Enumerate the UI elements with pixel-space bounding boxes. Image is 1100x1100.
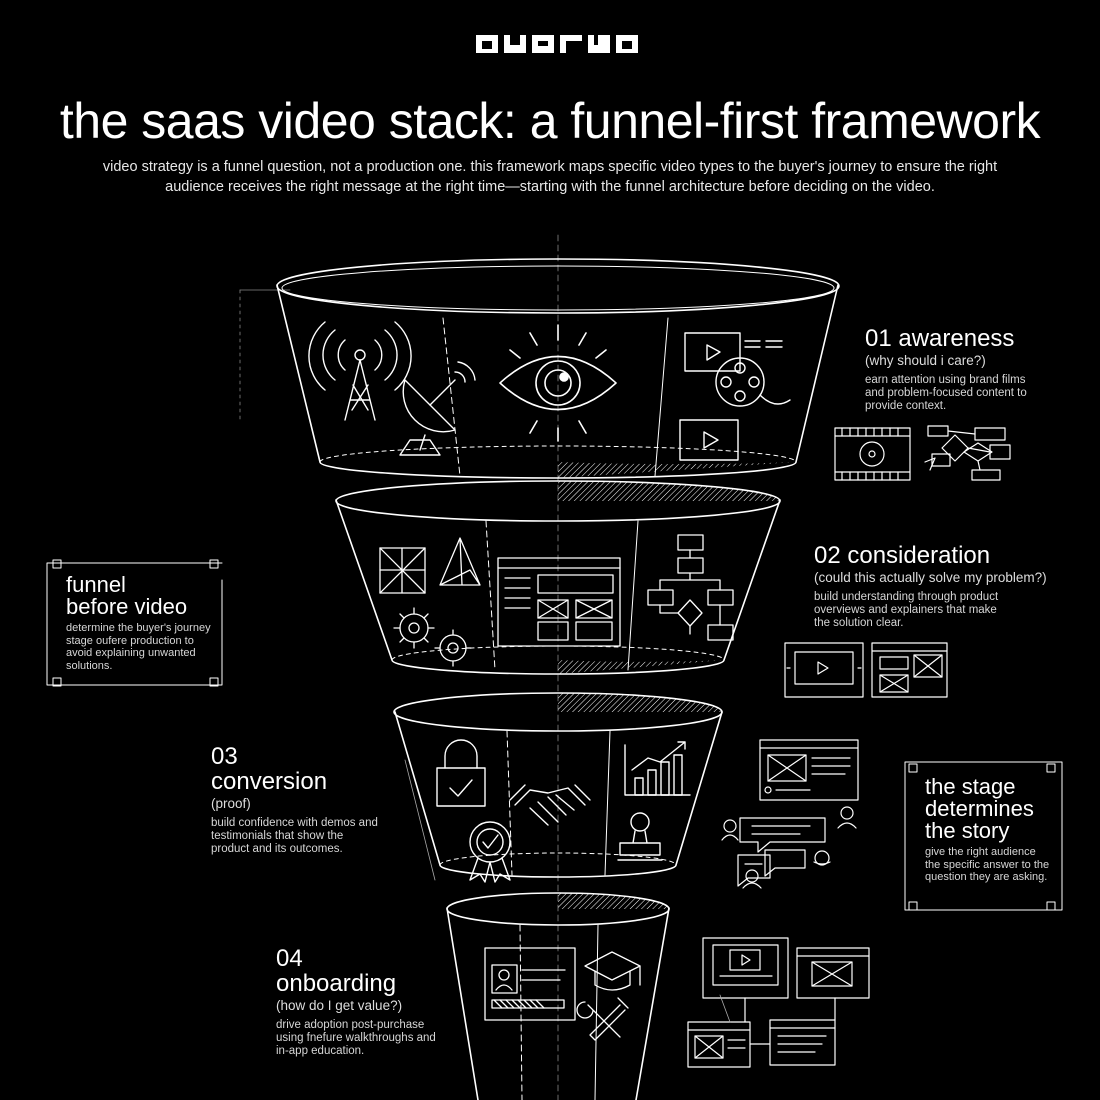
flowchart-icon [647, 534, 734, 641]
stage-label: 02 consideration [814, 542, 991, 569]
app-window-icon [497, 557, 621, 647]
stage-description: build confidence with demos and testimon… [211, 817, 378, 855]
tools-icon [576, 997, 629, 1041]
callout-title-line: the story [925, 818, 1010, 843]
film-reel-icon [715, 357, 791, 407]
satellite-dish-icon [399, 361, 476, 456]
radio-tower-icon [308, 321, 412, 421]
eye-icon [499, 324, 617, 442]
testimonial-window-icon [759, 739, 859, 801]
stage-label: onboarding [276, 970, 397, 997]
tutorial-windows-icon [687, 937, 870, 1068]
growth-chart-icon [624, 741, 691, 796]
handshake-icon [509, 784, 591, 826]
stage-question: (how do I get value?) [276, 998, 403, 1013]
funnel-tier-awareness [276, 258, 840, 479]
stage-description: drive adoption post-purchase using fnefu… [276, 1019, 436, 1057]
funnel-tier-consideration [335, 480, 781, 675]
video-player-icon [679, 332, 783, 461]
stage-description: build understanding through product over… [814, 591, 999, 629]
brand-logo [476, 35, 638, 53]
storyboard-flow-icon [924, 425, 1011, 481]
funnel-tier-conversion [393, 692, 723, 878]
stage-consideration: 02 consideration (could this actually so… [814, 543, 1074, 630]
callout-body: give the right audience the specific ans… [925, 846, 1050, 883]
badge-icon [469, 821, 511, 883]
gears-icon [393, 607, 472, 667]
stage-description: earn attention using brand films and pro… [865, 374, 1027, 412]
graduation-cap-icon [584, 951, 641, 991]
user-avatars-icon [721, 806, 857, 889]
browser-window-icon [871, 642, 948, 698]
callout-title-line: determines [925, 796, 1034, 821]
video-screen-icon [784, 642, 864, 698]
stage-question: (why should i care?) [865, 353, 986, 368]
stage-number: 03 [211, 743, 238, 770]
callout-funnel-before-video: funnel before video determine the buyer'… [66, 574, 216, 672]
wireframe-cube-icon [379, 547, 426, 594]
stage-conversion: 03 conversion (proof) build confidence w… [211, 744, 411, 856]
stamp-icon [617, 812, 663, 861]
callout-body: determine the buyer's journey stage oufe… [66, 622, 211, 672]
stage-number: 04 [276, 945, 303, 972]
stage-label: 01 awareness [865, 325, 1015, 352]
page-title: the saas video stack: a funnel-first fra… [59, 93, 1041, 149]
stage-label: conversion [211, 768, 328, 795]
film-strip-icon [834, 427, 911, 481]
stage-question: (could this actually solve my problem?) [814, 570, 1047, 585]
stage-awareness: 01 awareness (why should i care?) earn a… [865, 326, 1075, 413]
stage-question: (proof) [211, 796, 251, 811]
callout-left-frame [46, 559, 223, 687]
funnel-tier-onboarding [446, 892, 670, 1100]
stage-onboarding: 04 onboarding (how do I get value?) driv… [276, 946, 456, 1058]
padlock-icon [436, 739, 486, 807]
callout-title-line: funnel [66, 572, 126, 597]
callout-title-line: the stage [925, 774, 1016, 799]
callout-stage-determines-story: the stage determines the story give the … [925, 776, 1055, 884]
user-profile-icon [484, 947, 576, 1021]
page-subtitle: video strategy is a funnel question, not… [102, 159, 998, 195]
callout-right-frame [904, 761, 1063, 911]
chat-bubbles-icon [737, 817, 826, 887]
callout-title-line: before video [66, 594, 188, 619]
pyramid-icon [439, 537, 481, 586]
